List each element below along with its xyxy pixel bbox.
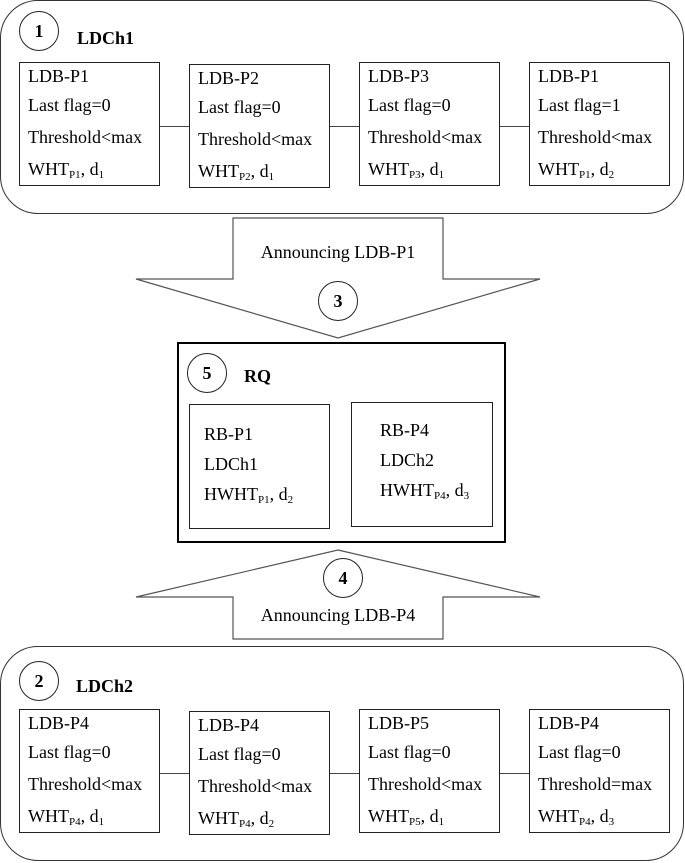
rb-title: RB-P1 <box>204 424 254 444</box>
connector <box>329 773 359 774</box>
node-title: LDB-P4 <box>198 715 260 735</box>
ldb-node: LDB-P4 Last flag=0 Threshold<max WHTP4, … <box>19 709 160 833</box>
rb-channel: LDCh2 <box>380 450 434 470</box>
step-2-marker: 2 <box>19 661 59 701</box>
node-threshold: Threshold<max <box>368 774 483 794</box>
connector <box>159 773 189 774</box>
node-title: LDB-P3 <box>368 66 430 86</box>
node-threshold: Threshold<max <box>28 127 143 147</box>
ldb-node: LDB-P4 Last flag=0 Threshold=max WHTP4, … <box>529 709 670 833</box>
down-arrow <box>135 217 541 339</box>
node-title: LDB-P2 <box>198 68 260 88</box>
node-flag: Last flag=0 <box>538 742 621 762</box>
step-2-number: 2 <box>34 670 44 691</box>
node-title: LDB-P1 <box>28 66 90 86</box>
node-flag: Last flag=0 <box>368 95 451 115</box>
node-flag: Last flag=0 <box>198 744 281 764</box>
node-flag: Last flag=0 <box>28 95 111 115</box>
step-4-number: 4 <box>338 567 348 588</box>
node-flag: Last flag=0 <box>198 97 281 117</box>
node-flag: Last flag=0 <box>28 742 111 762</box>
ldb-node: LDB-P3 Last flag=0 Threshold<max WHTP3, … <box>359 62 500 186</box>
ldb-node: LDB-P4 Last flag=0 Threshold<max WHTP4, … <box>189 711 330 835</box>
ldb-node: LDB-P5 Last flag=0 Threshold<max WHTP5, … <box>359 709 500 833</box>
down-arrow-label: Announcing LDB-P1 <box>260 242 416 262</box>
node-title: LDB-P4 <box>28 713 90 733</box>
step-1-marker: 1 <box>19 11 59 51</box>
node-title: LDB-P5 <box>368 713 430 733</box>
node-wht: WHTP4, d1 <box>28 806 105 828</box>
up-arrow-label: Announcing LDB-P4 <box>260 605 416 625</box>
node-title: LDB-P1 <box>538 66 600 86</box>
node-wht: WHTP1, d1 <box>28 159 105 181</box>
node-threshold: Threshold<max <box>538 127 653 147</box>
rq-label: RQ <box>244 366 271 386</box>
node-wht: WHTP1, d2 <box>538 159 615 181</box>
node-threshold: Threshold<max <box>198 776 313 796</box>
node-wht: WHTP4, d3 <box>538 806 615 828</box>
step-3-number: 3 <box>333 290 343 311</box>
rb-title: RB-P4 <box>380 420 430 440</box>
node-wht: WHTP3, d1 <box>368 159 445 181</box>
node-threshold: Threshold<max <box>28 774 143 794</box>
node-title: LDB-P4 <box>538 713 600 733</box>
ldb-node: LDB-P2 Last flag=0 Threshold<max WHTP2, … <box>189 64 330 188</box>
connector <box>159 126 189 127</box>
step-5-number: 5 <box>202 362 212 383</box>
node-threshold: Threshold<max <box>368 127 483 147</box>
step-4-marker: 4 <box>323 558 363 598</box>
ldb-node: LDB-P1 Last flag=0 Threshold<max WHTP1, … <box>19 62 160 186</box>
connector <box>499 126 529 127</box>
step-1-number: 1 <box>34 20 44 41</box>
node-threshold: Threshold<max <box>198 129 313 149</box>
rb-hwht: HWHTP1, d2 <box>204 484 294 506</box>
rb-channel: LDCh1 <box>204 454 258 474</box>
node-flag: Last flag=0 <box>368 742 451 762</box>
step-3-marker: 3 <box>318 281 358 321</box>
connector <box>329 126 359 127</box>
ldb-node: LDB-P1 Last flag=1 Threshold<max WHTP1, … <box>529 62 670 186</box>
ldch1-label: LDCh1 <box>77 28 135 48</box>
rb-block: RB-P1 LDCh1 HWHTP1, d2 <box>189 404 330 529</box>
node-wht: WHTP2, d1 <box>198 161 275 183</box>
node-wht: WHTP5, d1 <box>368 806 445 828</box>
ldch2-label: LDCh2 <box>76 676 134 696</box>
node-flag: Last flag=1 <box>538 95 621 115</box>
connector <box>499 773 529 774</box>
step-5-marker: 5 <box>187 353 227 393</box>
node-wht: WHTP4, d2 <box>198 808 275 830</box>
node-threshold: Threshold=max <box>538 774 653 794</box>
rb-block: RB-P4 LDCh2 HWHTP4, d3 <box>351 402 493 527</box>
rb-hwht: HWHTP4, d3 <box>380 480 470 502</box>
